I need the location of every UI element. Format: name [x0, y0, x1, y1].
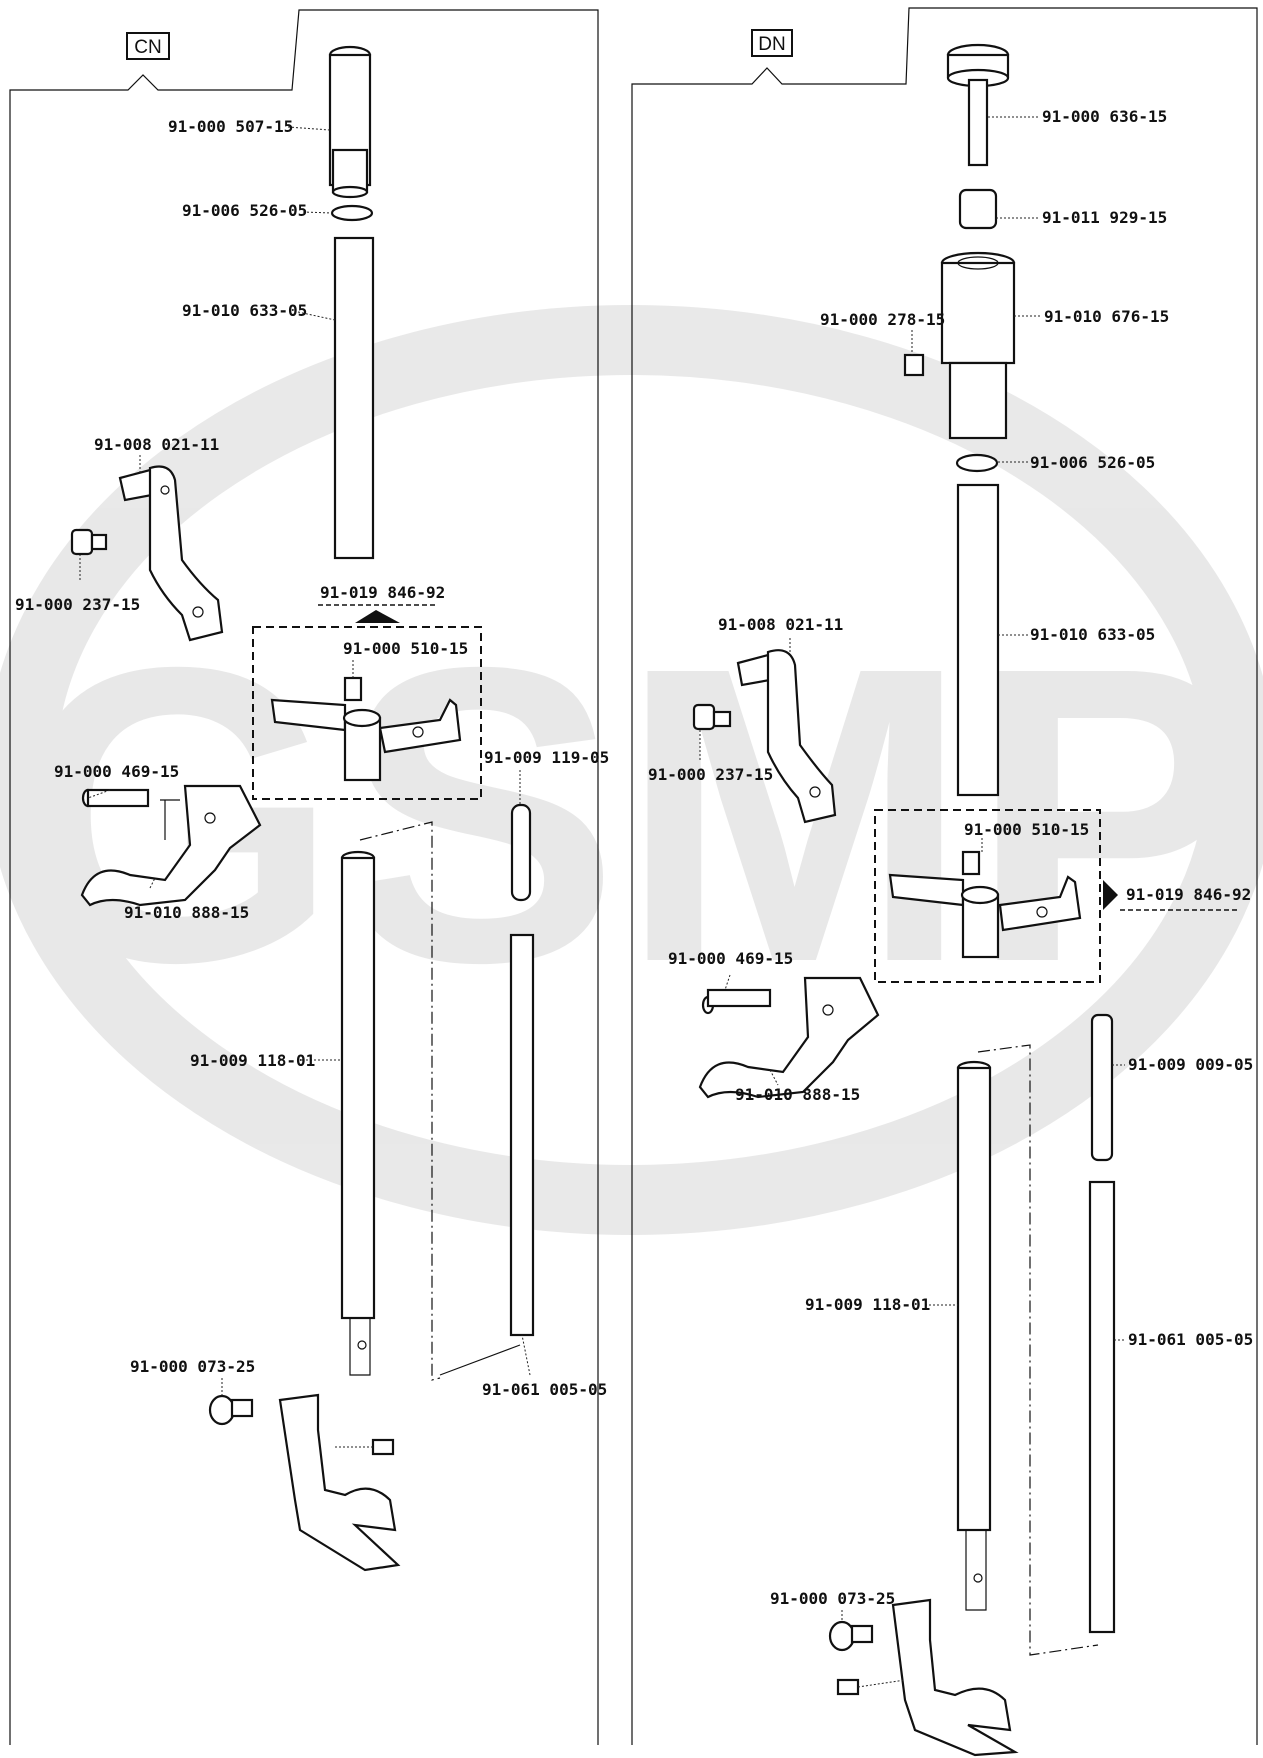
label-left-bar: 91-009 118-01: [190, 1051, 315, 1070]
right-foot-screw: [828, 1620, 874, 1652]
left-assembly-box: [252, 626, 482, 800]
left-knob: [328, 45, 372, 199]
right-lifter-screw: [701, 988, 772, 1015]
right-pin: [1090, 1013, 1114, 1162]
right-sleeve-screw: [903, 353, 925, 377]
label-right-sleeve: 91-010 676-15: [1044, 307, 1169, 326]
label-right-sleeve-screw: 91-000 278-15: [820, 310, 945, 329]
right-presser-foot: [891, 1598, 1019, 1757]
label-right-lifter-screw: 91-000 469-15: [668, 949, 793, 968]
right-nut: [958, 188, 998, 230]
label-right-bar: 91-009 118-01: [805, 1295, 930, 1314]
label-left-bracket-screw: 91-000 237-15: [15, 595, 140, 614]
label-left-assembly: 91-019 846-92: [320, 583, 445, 602]
right-assembly-part: [888, 850, 1082, 959]
label-left-foot-screw: 91-000 073-25: [130, 1357, 255, 1376]
right-bracket: [736, 649, 837, 824]
label-left-lifter-screw: 91-000 469-15: [54, 762, 179, 781]
panel-borders: [9, 7, 1258, 1745]
tag-dn: DN: [751, 29, 793, 57]
right-bar: [956, 1060, 992, 1611]
left-long-spring: [509, 933, 535, 1337]
right-labels: 91-000 636-15 91-011 929-15 91-010 676-1…: [648, 107, 1253, 1608]
leader-lines: [79, 116, 1125, 1688]
label-right-ring: 91-006 526-05: [1030, 453, 1155, 472]
left-presser-foot: [278, 1393, 401, 1572]
label-left-pin: 91-009 119-05: [484, 748, 609, 767]
tag-cn-text: CN: [134, 37, 161, 58]
left-lifter-screw: [81, 788, 150, 808]
label-left-bracket: 91-008 021-11: [94, 435, 219, 454]
left-bar-guide: [359, 821, 441, 1381]
label-left-spring: 91-010 633-05: [182, 301, 307, 320]
left-bracket: [118, 465, 224, 642]
left-foot-tag: [371, 1438, 395, 1456]
left-spring: [333, 236, 375, 560]
left-bracket-screw: [70, 528, 108, 556]
right-spring: [956, 483, 1000, 797]
label-right-spring: 91-010 633-05: [1030, 625, 1155, 644]
left-pin: [510, 803, 532, 902]
label-left-knob: 91-000 507-15: [168, 117, 293, 136]
right-sleeve: [940, 251, 1016, 440]
label-right-foot-screw: 91-000 073-25: [770, 1589, 895, 1608]
left-ring: [330, 204, 374, 222]
right-lifter: [698, 976, 880, 1099]
label-right-set-screw: 91-000 510-15: [964, 820, 1089, 839]
right-long-spring: [1088, 1180, 1116, 1634]
left-assembly-arrow: [318, 604, 438, 623]
label-right-long-spring: 91-061 005-05: [1128, 1330, 1253, 1349]
tag-dn-text: DN: [758, 34, 785, 55]
left-foot-screw: [208, 1394, 254, 1426]
label-left-lifter: 91-010 888-15: [124, 903, 249, 922]
label-left-long-spring: 91-061 005-05: [482, 1380, 607, 1399]
label-right-nut: 91-011 929-15: [1042, 208, 1167, 227]
right-knob: [946, 43, 1010, 167]
right-ring: [955, 453, 999, 473]
left-lifter: [80, 784, 262, 907]
left-labels: 91-000 507-15 91-006 526-05 91-010 633-0…: [15, 117, 609, 1399]
left-bar: [340, 850, 376, 1376]
left-assembly-part: [270, 676, 462, 782]
tag-cn: CN: [126, 32, 170, 60]
label-right-knob: 91-000 636-15: [1042, 107, 1167, 126]
right-foot-tag: [836, 1678, 860, 1696]
label-left-ring: 91-006 526-05: [182, 201, 307, 220]
right-assembly-arrow: [1103, 880, 1240, 911]
label-right-pin: 91-009 009-05: [1128, 1055, 1253, 1074]
right-bar-guide: [977, 1044, 1099, 1656]
label-right-bracket: 91-008 021-11: [718, 615, 843, 634]
right-assembly-box: [874, 809, 1101, 983]
label-right-lifter: 91-010 888-15: [735, 1085, 860, 1104]
label-right-bracket-screw: 91-000 237-15: [648, 765, 773, 784]
label-right-assembly: 91-019 846-92: [1126, 885, 1251, 904]
right-bracket-screw: [692, 703, 732, 731]
label-left-set-screw: 91-000 510-15: [343, 639, 468, 658]
